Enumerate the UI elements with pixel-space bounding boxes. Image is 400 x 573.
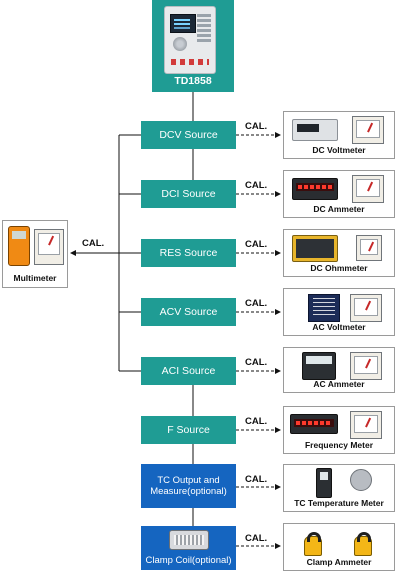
frequency-counter-icon <box>290 414 338 434</box>
meter-ac-voltmeter: AC Voltmeter <box>283 288 395 336</box>
cal-label: CAL. <box>245 180 268 191</box>
multimeter-label: Multimeter <box>13 273 57 283</box>
device-label: TD1858 <box>174 75 212 87</box>
digital-panel-meter-icon <box>302 352 336 380</box>
meter-label: DC Ammeter <box>313 204 365 214</box>
meter-ac-ammeter: AC Ammeter <box>283 347 395 393</box>
source-label: DCV Source <box>159 129 218 141</box>
calibrator-device-icon <box>164 6 216 74</box>
handheld-multimeter-icon <box>8 226 30 266</box>
analog-meter-icon <box>356 235 382 261</box>
resistance-tester-icon <box>292 235 338 262</box>
source-res: RES Source <box>141 239 236 267</box>
cal-label: CAL. <box>245 298 268 309</box>
cal-label: CAL. <box>245 239 268 250</box>
meter-label: DC Ohmmeter <box>310 263 368 273</box>
analog-multimeter-icon <box>34 229 64 265</box>
source-label: Clamp Coil(optional) <box>145 555 232 566</box>
source-label: ACV Source <box>159 306 218 318</box>
red-led-meter-icon <box>292 178 338 200</box>
source-label: F Source <box>167 424 210 436</box>
source-acv: ACV Source <box>141 298 236 326</box>
meter-dc-ammeter: DC Ammeter <box>283 170 395 218</box>
source-clamp-coil: Clamp Coil(optional) <box>141 526 236 570</box>
meter-label: TC Temperature Meter <box>294 498 384 508</box>
meter-frequency-meter: Frequency Meter <box>283 406 395 454</box>
cal-label: CAL. <box>82 238 105 249</box>
source-label: DCI Source <box>161 188 216 200</box>
meter-label: Clamp Ammeter <box>306 557 372 567</box>
source-label: TC Output and Measure(optional) <box>150 475 227 497</box>
clamp-coil-icon <box>169 530 209 550</box>
blue-display-meter-icon <box>308 294 340 322</box>
cal-label: CAL. <box>245 121 268 132</box>
analog-meter-icon <box>350 352 382 380</box>
analog-meter-icon <box>352 175 384 203</box>
digital-meter-icon <box>292 119 338 141</box>
meter-dc-voltmeter: DC Voltmeter <box>283 111 395 159</box>
source-label: RES Source <box>159 247 218 259</box>
meter-label: AC Voltmeter <box>312 322 366 332</box>
source-dcv: DCV Source <box>141 121 236 149</box>
meter-dc-ohmmeter: DC Ohmmeter <box>283 229 395 277</box>
handheld-thermometer-icon <box>316 468 332 498</box>
source-label: ACI Source <box>161 365 216 377</box>
meter-clamp-ammeter: Clamp Ammeter <box>283 523 395 571</box>
cal-label: CAL. <box>245 474 268 485</box>
td1858-calibrator-box: TD1858 <box>152 0 234 92</box>
clamp-meter-icon <box>354 532 372 556</box>
meter-label: Frequency Meter <box>304 440 374 450</box>
meter-tc-temperature: TC Temperature Meter <box>283 464 395 512</box>
meter-label: AC Ammeter <box>313 379 365 389</box>
meter-label: DC Voltmeter <box>312 145 366 155</box>
cal-label: CAL. <box>245 357 268 368</box>
multimeter-box: Multimeter <box>2 220 68 288</box>
thermocouple-probe-icon <box>350 469 372 491</box>
source-tc: TC Output and Measure(optional) <box>141 464 236 508</box>
cal-label: CAL. <box>245 416 268 427</box>
source-f: F Source <box>141 416 236 444</box>
analog-meter-icon <box>350 294 382 322</box>
clamp-meter-icon <box>304 532 322 556</box>
source-aci: ACI Source <box>141 357 236 385</box>
analog-meter-icon <box>350 411 382 439</box>
analog-meter-icon <box>352 116 384 144</box>
cal-label: CAL. <box>245 533 268 544</box>
source-dci: DCI Source <box>141 180 236 208</box>
